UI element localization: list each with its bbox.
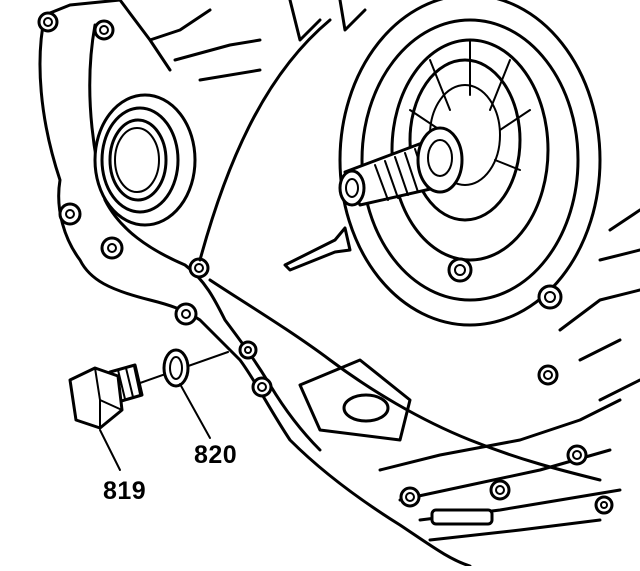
washer-820 xyxy=(162,348,190,388)
callout-820: 820 xyxy=(194,441,238,469)
lower-pocket xyxy=(298,358,412,442)
lower-rails xyxy=(378,208,640,542)
washer-820-leader xyxy=(179,383,211,439)
pump-assembly xyxy=(338,0,602,386)
case-bolt-bosses xyxy=(37,11,273,398)
callout-819: 819 xyxy=(103,477,147,505)
lower-bolt-bosses xyxy=(399,444,614,526)
left-seal-bore xyxy=(93,93,197,227)
bell-housing-edge xyxy=(198,18,602,482)
input-shaft xyxy=(338,126,464,207)
drain-plug-819-leader xyxy=(99,429,121,471)
case-outer-flange xyxy=(38,0,472,568)
drain-plug-819 xyxy=(68,363,144,430)
casting-arrow-mark xyxy=(283,226,352,272)
upper-ribs xyxy=(118,0,367,82)
